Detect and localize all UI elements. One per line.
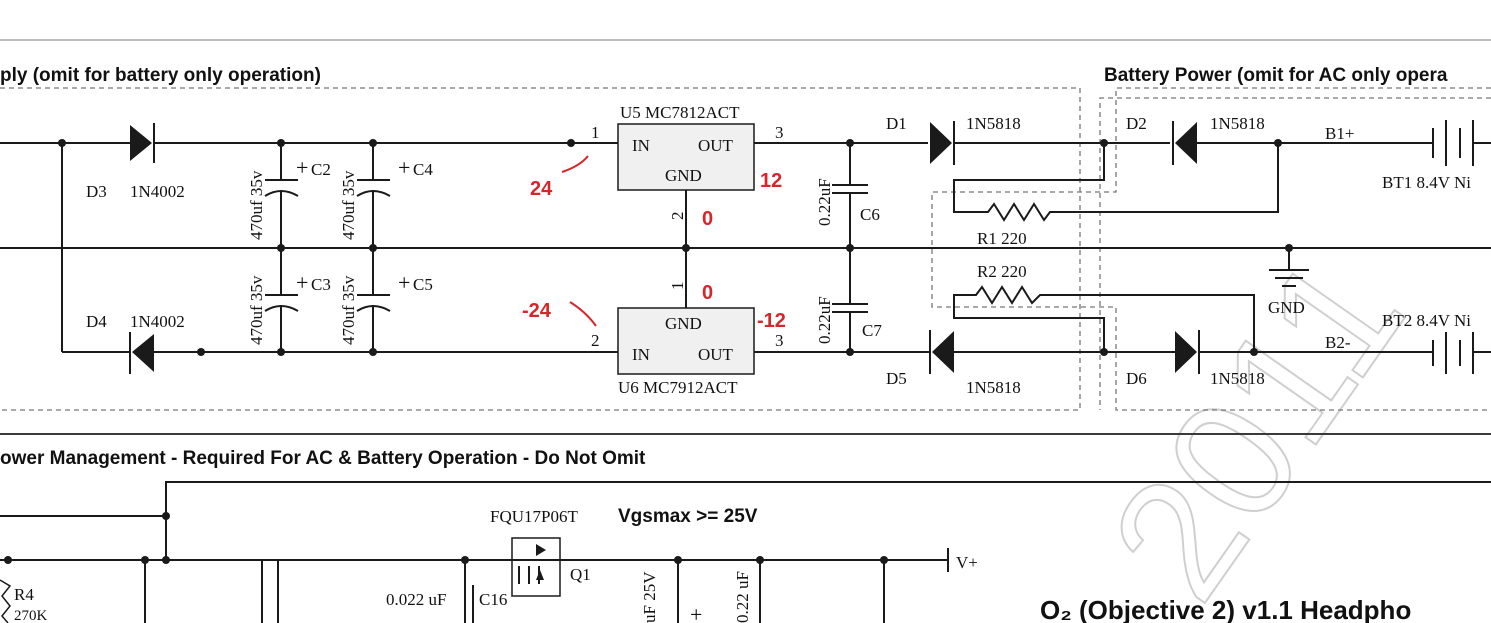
c4-label: C4 — [413, 160, 433, 179]
c16-label: C16 — [479, 590, 507, 609]
u5-pin-gnd: 2 — [668, 212, 687, 221]
c4-plus: + — [398, 155, 410, 180]
d3-part: 1N4002 — [130, 182, 185, 201]
pm-plus: + — [690, 602, 702, 623]
u5-in: IN — [632, 136, 650, 155]
u5-pin-out: 3 — [775, 123, 784, 142]
r4-value: 270K — [14, 608, 48, 623]
annotation-gnd-pos: 0 — [702, 208, 713, 230]
u6-pin-out: 3 — [775, 331, 784, 350]
c3-value: 470uf 35v — [247, 275, 266, 345]
d3-diode — [130, 125, 152, 161]
ac-supply-title: ply (omit for battery only operation) — [0, 65, 321, 86]
c2-value: 470uf 35v — [247, 170, 266, 240]
cap-022u-label: 0.22 uF — [733, 571, 752, 623]
watermark: 2011 — [1075, 223, 1440, 623]
d4-diode — [132, 334, 154, 372]
r1-resistor — [953, 143, 1279, 222]
annotation-gnd-neg: 0 — [702, 282, 713, 304]
d3-label: D3 — [86, 182, 107, 201]
r4-resistor — [0, 579, 12, 623]
battery-boundary — [931, 87, 1491, 411]
power-mgmt-title: ower Management - Required For AC & Batt… — [0, 448, 646, 469]
u6-out: OUT — [698, 345, 734, 364]
c5-plus: + — [398, 270, 410, 295]
d2-diode — [1175, 122, 1197, 164]
gnd-label: GND — [1268, 298, 1305, 317]
bt2-label: BT2 8.4V Ni — [1382, 311, 1471, 330]
c6-label: C6 — [860, 205, 880, 224]
c7-label: C7 — [862, 321, 882, 340]
r4-label: R4 — [14, 585, 34, 604]
d5-label: D5 — [886, 369, 907, 388]
r2-label: R2 220 — [977, 262, 1027, 281]
d2-part: 1N5818 — [1210, 114, 1265, 133]
b1-label: B1+ — [1325, 124, 1354, 143]
q1-mosfet — [511, 537, 561, 597]
u6-pin-in: 2 — [591, 331, 600, 350]
annotation-in-neg: -24 — [522, 300, 552, 322]
battery-title: Battery Power (omit for AC only opera — [1104, 65, 1448, 86]
d1-label: D1 — [886, 114, 907, 133]
d4-label: D4 — [86, 312, 107, 331]
title-block-title: O₂ (Objective 2) v1.1 Headpho — [1040, 595, 1411, 623]
annotation-out-neg: -12 — [757, 310, 786, 332]
u6-gnd: GND — [665, 314, 702, 333]
d6-label: D6 — [1126, 369, 1147, 388]
u5-gnd: GND — [665, 166, 702, 185]
annotation-arrow-in-pos — [561, 155, 589, 173]
d6-part: 1N5818 — [1210, 369, 1265, 388]
bt1-label: BT1 8.4V Ni — [1382, 173, 1471, 192]
u6-regulator — [617, 307, 755, 375]
annotation-in-pos: 24 — [530, 178, 553, 200]
u5-regulator — [617, 123, 755, 191]
c3-plus: + — [296, 270, 308, 295]
c7-value: 0.22uF — [815, 296, 834, 344]
c3-label: C3 — [311, 275, 331, 294]
c16-value: 0.022 uF — [386, 590, 446, 609]
q1-part: FQU17P06T — [490, 507, 578, 526]
u5-label: U5 MC7812ACT — [620, 103, 740, 122]
annotation-out-pos: 12 — [760, 170, 782, 192]
c4-value: 470uf 35v — [339, 170, 358, 240]
ac-supply-boundary — [0, 87, 1081, 411]
u5-out: OUT — [698, 136, 734, 155]
d1-part: 1N5818 — [966, 114, 1021, 133]
c6-value: 0.22uF — [815, 178, 834, 226]
b2-label: B2- — [1325, 333, 1351, 352]
annotation-arrow-in-neg — [569, 301, 597, 327]
u6-pin-gnd: 1 — [668, 282, 687, 291]
u6-in: IN — [632, 345, 650, 364]
r1-label: R1 220 — [977, 229, 1027, 248]
d4-part: 1N4002 — [130, 312, 185, 331]
c5-value: 470uf 35v — [339, 275, 358, 345]
vplus-label: V+ — [956, 553, 978, 572]
vgs-note: Vgsmax >= 25V — [618, 506, 758, 527]
q1-label: Q1 — [570, 565, 591, 584]
cap-25v-label: uF 25V — [640, 571, 659, 623]
c5-label: C5 — [413, 275, 433, 294]
d2-label: D2 — [1126, 114, 1147, 133]
d5-part: 1N5818 — [966, 378, 1021, 397]
battery-boundary-inner — [1099, 97, 1491, 410]
d1-diode — [930, 122, 952, 164]
u6-label: U6 MC7912ACT — [618, 378, 738, 397]
c2-plus: + — [296, 155, 308, 180]
r2-resistor — [953, 285, 1255, 352]
c2-label: C2 — [311, 160, 331, 179]
d6-diode — [1175, 331, 1197, 373]
d5-diode — [932, 331, 954, 373]
u5-pin-in: 1 — [591, 123, 600, 142]
